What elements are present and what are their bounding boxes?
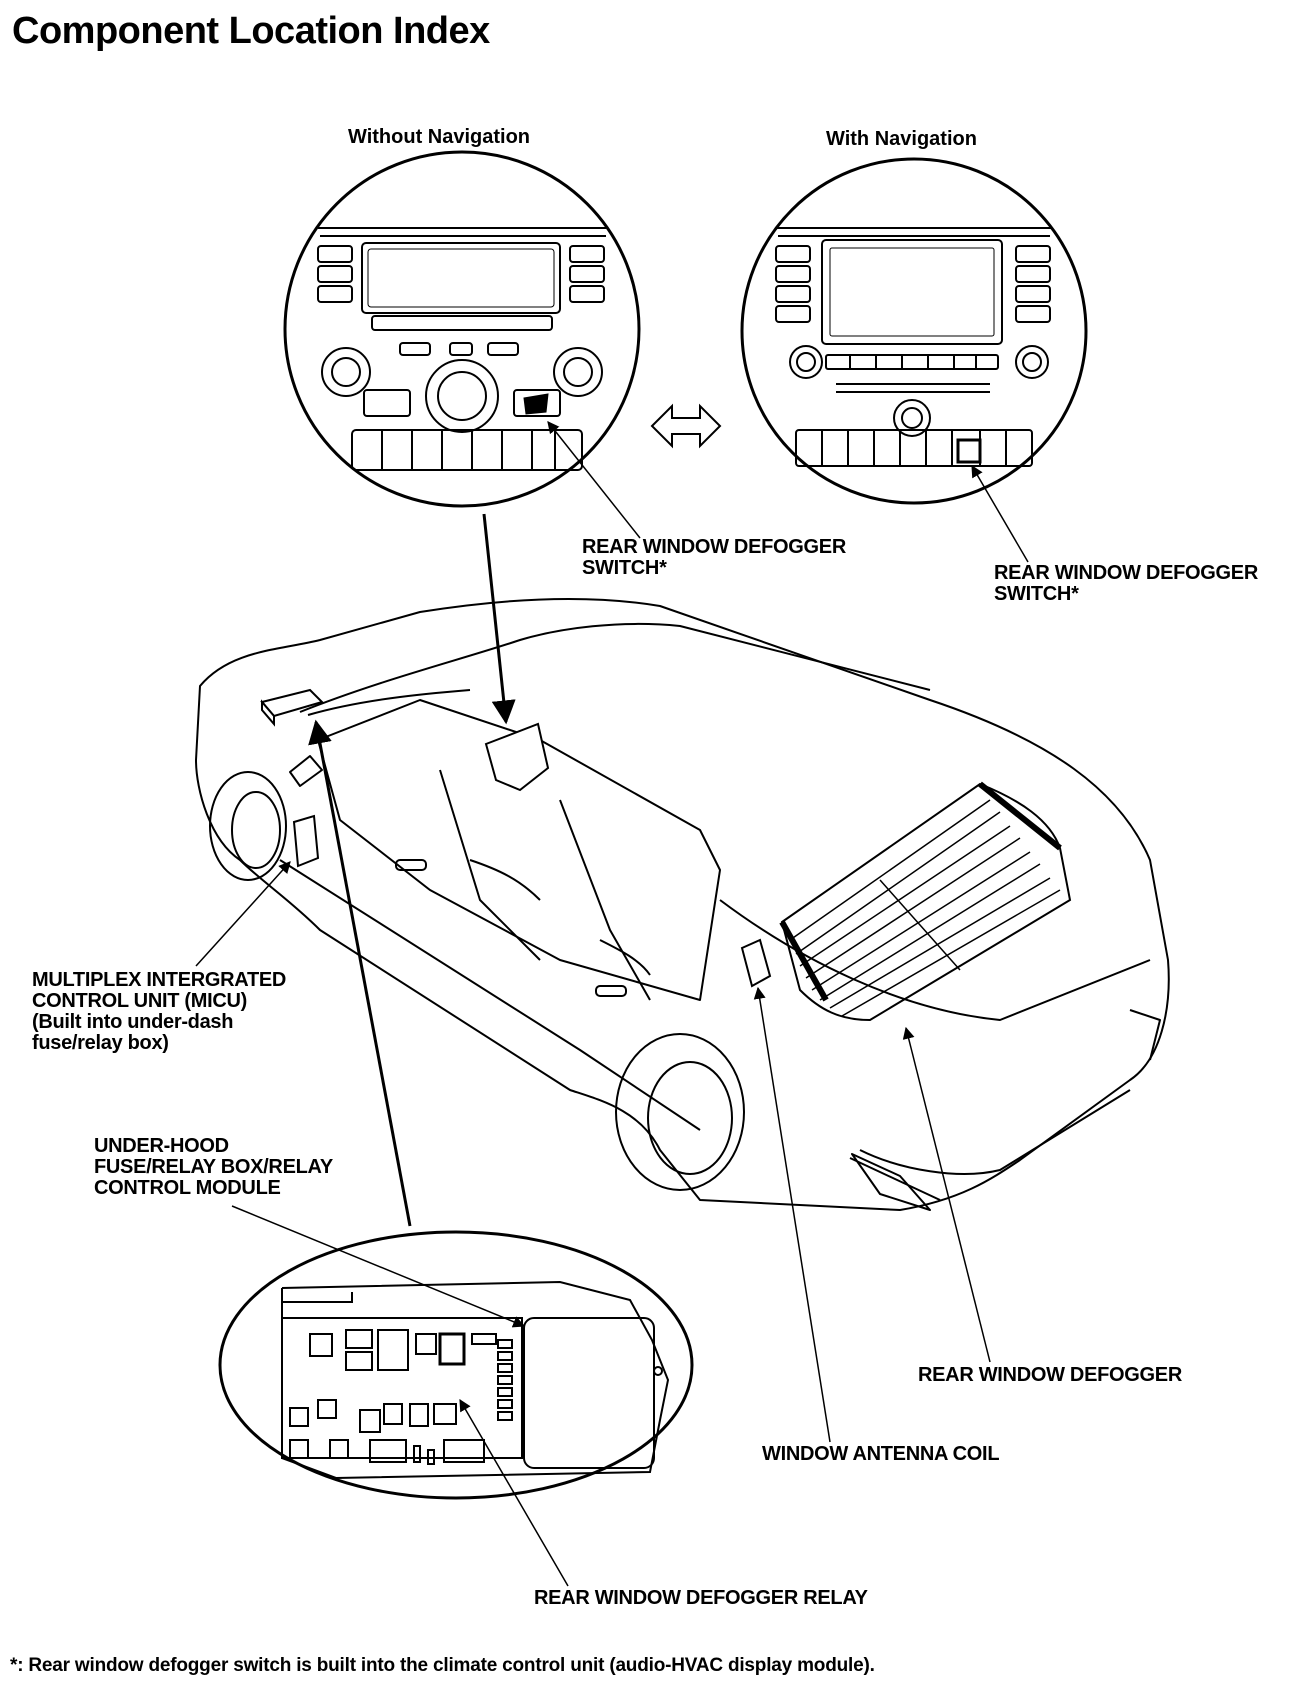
double-arrow-icon bbox=[650, 403, 722, 449]
page-title: Component Location Index bbox=[12, 10, 490, 52]
inset-caption-with-navigation: With Navigation bbox=[826, 128, 977, 150]
label-rear-window-defogger: REAR WINDOW DEFOGGER bbox=[918, 1364, 1182, 1386]
inset-caption-without-navigation: Without Navigation bbox=[348, 126, 531, 148]
label-rear-window-defogger-switch-left: REAR WINDOW DEFOGGER SWITCH* bbox=[582, 536, 846, 579]
with-navigation-inset bbox=[740, 157, 1088, 505]
car-components bbox=[260, 688, 772, 988]
label-window-antenna-coil: WINDOW ANTENNA COIL bbox=[762, 1443, 1000, 1465]
label-under-hood-fuse-relay-box: UNDER-HOOD FUSE/RELAY BOX/RELAY CONTROL … bbox=[94, 1135, 333, 1199]
micu-box-on-car bbox=[292, 814, 320, 868]
vehicle-outline bbox=[195, 598, 1170, 1211]
antenna-coil-on-car bbox=[740, 938, 772, 988]
footnote: *: Rear window defogger switch is built … bbox=[10, 1655, 875, 1676]
label-micu: MULTIPLEX INTERGRATED CONTROL UNIT (MICU… bbox=[32, 969, 287, 1054]
connector-arrows bbox=[308, 513, 516, 1227]
label-rear-window-defogger-switch-right: REAR WINDOW DEFOGGER SWITCH* bbox=[994, 562, 1258, 605]
leader-lines bbox=[195, 421, 1029, 1587]
label-rear-window-defogger-relay: REAR WINDOW DEFOGGER RELAY bbox=[534, 1587, 868, 1609]
under-hood-fuse-box-inset bbox=[218, 1230, 694, 1500]
climate-unit-on-car bbox=[484, 722, 550, 792]
rear-window-defogger-grid bbox=[779, 781, 1072, 1022]
without-navigation-inset bbox=[283, 150, 641, 508]
